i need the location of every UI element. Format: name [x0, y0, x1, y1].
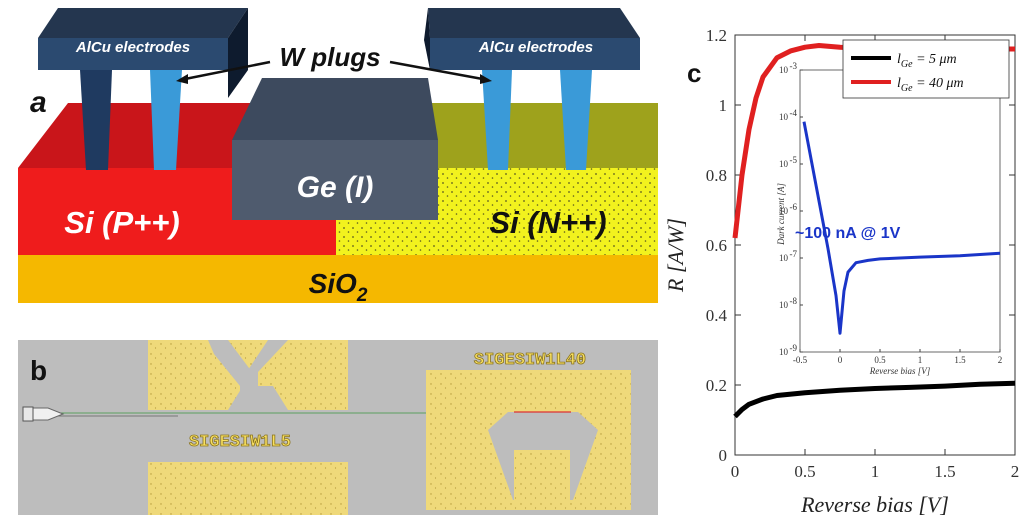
inset-x-tick-label: 1: [918, 355, 923, 365]
inset-y-tick-exponent: -9: [790, 343, 798, 353]
chip-left-name: SIGESIW1L5: [189, 433, 291, 452]
x-tick-label: 0: [731, 462, 740, 481]
inset-y-tick-exponent: -3: [790, 61, 798, 71]
inset-y-tick-exponent: -5: [790, 155, 798, 165]
right-electrode: [430, 38, 640, 70]
inset-frame: [799, 69, 1001, 353]
inset-x-label: Reverse bias [V]: [869, 366, 931, 376]
y-tick-label: 1: [719, 96, 728, 115]
right-electrode-label: AlCu electrodes: [478, 39, 593, 56]
y-tick-label: 0.2: [706, 376, 727, 395]
sio2-layer: [18, 255, 658, 303]
inset-series: [802, 121, 1001, 335]
inset-x-tick-label: 2: [998, 355, 1003, 365]
left-electrode-label: AlCu electrodes: [75, 39, 190, 56]
inset-y-tick-exponent: -6: [790, 202, 798, 212]
inset-y-tick-exponent: -8: [790, 296, 798, 306]
inset-y-tick-label: 10: [779, 159, 789, 169]
sio2-label: SiO2: [309, 268, 368, 306]
responsivity-chart: 0 0.5 1 1.5 2 0 0.2 0.4 0.6 0.8 1 1.2 -0.5 0 0.5 1 1.5 2…: [665, 0, 1027, 520]
inset-x-tick-label: -0.5: [793, 355, 808, 365]
chip-micrograph: SIGESIW1L40 SIGESIW1L5 b: [18, 340, 658, 515]
y-tick-label: 1.2: [706, 26, 727, 45]
w-plugs-label: W plugs: [279, 42, 380, 72]
si-n-label: Si (N++): [489, 205, 606, 240]
inset-y-tick-label: 10: [779, 347, 789, 357]
x-tick-label: 1: [871, 462, 880, 481]
inset-y-tick-exponent: -4: [790, 108, 798, 118]
legend: lGe = 5 μm lGe = 40 μm: [842, 39, 1010, 99]
x-axis-label: Reverse bias [V]: [800, 492, 949, 517]
right-w-plug: [482, 70, 512, 170]
inset-y-tick-label: 10: [779, 112, 789, 122]
panel-a-label: a: [30, 86, 47, 119]
legend-entry-1: lGe = 5 μm: [897, 52, 957, 70]
main-axes: 0 0.5 1 1.5 2 0 0.2 0.4 0.6 0.8 1 1.2: [706, 26, 1020, 481]
si-p-label: Si (P++): [64, 205, 179, 240]
x-tick-label: 2: [1011, 462, 1020, 481]
y-tick-label: 0.6: [706, 236, 727, 255]
inset-x-tick-label: 1.5: [954, 355, 966, 365]
inset-series-line-1: [802, 121, 1001, 335]
y-axis-label: R [A/W]: [665, 218, 688, 293]
inset-y-tick-exponent: -7: [790, 249, 798, 259]
series-line-1: [733, 380, 1016, 419]
inset-y-tick-label: 10: [779, 65, 789, 75]
ge-block: [232, 140, 438, 220]
y-tick-label: 0.8: [706, 166, 727, 185]
x-tick-label: 1.5: [934, 462, 955, 481]
panel-c-label: c: [687, 58, 701, 88]
inset-y-tick-label: 10: [779, 253, 789, 263]
inset-y-label: Dark current [A]: [776, 183, 786, 246]
left-electrode: [38, 38, 228, 70]
inset-y-tick-label: 10: [779, 206, 789, 216]
inset-x-tick-label: 0.5: [874, 355, 886, 365]
legend-entry-2: lGe = 40 μm: [897, 76, 964, 94]
y-tick-label: 0.4: [706, 306, 728, 325]
ge-label: Ge (I): [297, 171, 374, 204]
legend-box: [842, 39, 1010, 99]
inset-x-tick-label: 0: [838, 355, 843, 365]
x-tick-label: 0.5: [794, 462, 815, 481]
dark-current-annotation: ~100 nA @ 1V: [795, 225, 901, 242]
device-schematic: AlCu electrodes AlCu electrodes W plugs …: [18, 8, 658, 306]
y-tick-label: 0: [719, 446, 728, 465]
inset-y-tick-label: 10: [779, 300, 789, 310]
chip-top-name: SIGESIW1L40: [474, 351, 586, 370]
panel-b-label: b: [30, 355, 47, 386]
left-w-plug: [150, 70, 182, 170]
